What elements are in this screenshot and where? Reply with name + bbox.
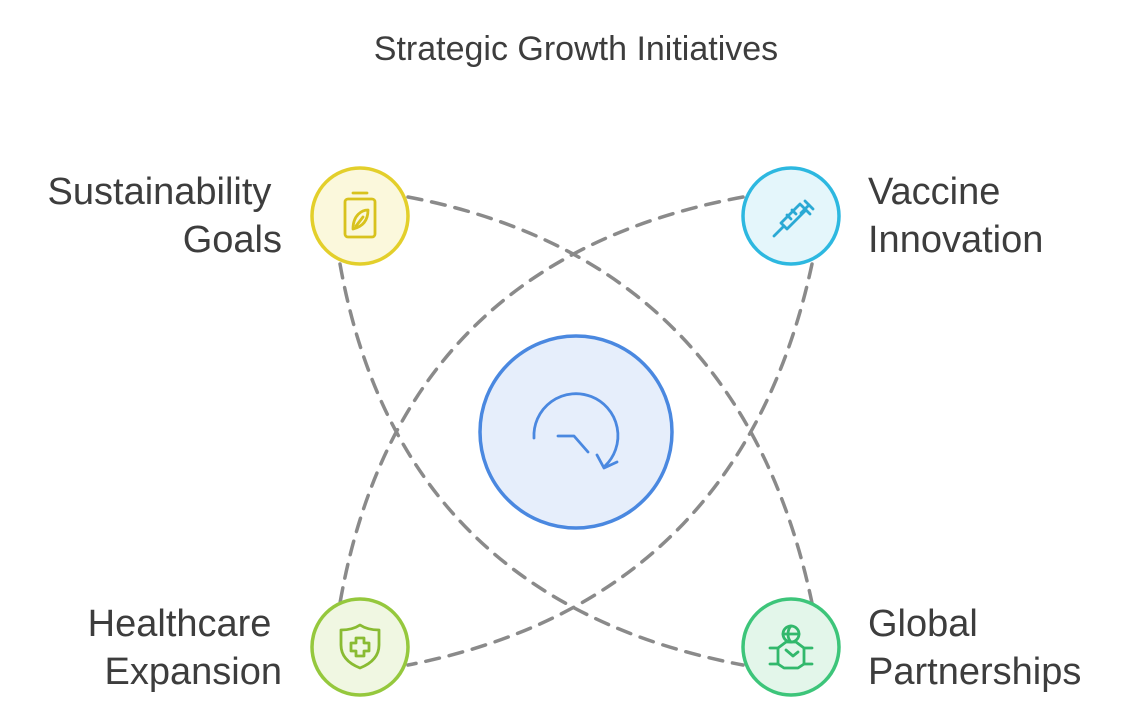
node-sustainability-line-2: Goals: [183, 219, 282, 261]
cycle-arrow-icon: [532, 392, 620, 470]
connector-sustainability-global: [406, 195, 814, 605]
node-global: Global Partnerships: [741, 597, 1081, 697]
connector-sustainability-healthcare-crossing: [338, 262, 745, 667]
center-hub: [478, 334, 674, 530]
center-circle: [478, 334, 674, 530]
node-healthcare-circle: [310, 597, 410, 697]
node-global-line-1: Global: [868, 603, 978, 645]
node-global-label: Global Partnerships: [868, 603, 1081, 693]
node-healthcare-line-1: Healthcare: [88, 603, 272, 645]
connectors: [338, 195, 814, 667]
node-global-circle: [741, 597, 841, 697]
node-vaccine-line-2: Innovation: [868, 219, 1043, 261]
syringe-icon: [772, 199, 815, 238]
diagram-title: Strategic Growth Initiatives: [374, 30, 778, 68]
node-sustainability-line-1: Sustainability: [48, 171, 272, 213]
shield-cross-icon: [339, 623, 381, 670]
node-sustainability-circle: [310, 166, 410, 266]
node-vaccine-line-1: Vaccine: [868, 171, 1000, 213]
handshake-globe-icon: [768, 624, 814, 670]
node-vaccine-circle: [741, 166, 841, 266]
node-global-line-2: Partnerships: [868, 651, 1081, 693]
node-sustainability-label: Sustainability Goals: [48, 171, 282, 261]
connector-vaccine-global-crossing: [406, 262, 814, 667]
node-vaccine-label: Vaccine Innovation: [868, 171, 1043, 261]
node-healthcare-label: Healthcare Expansion: [88, 603, 282, 693]
node-sustainability: Sustainability Goals: [48, 166, 410, 266]
node-healthcare: Healthcare Expansion: [88, 597, 410, 697]
leaf-battery-icon: [343, 191, 377, 239]
node-vaccine: Vaccine Innovation: [741, 166, 1043, 266]
node-healthcare-line-2: Expansion: [105, 651, 282, 693]
